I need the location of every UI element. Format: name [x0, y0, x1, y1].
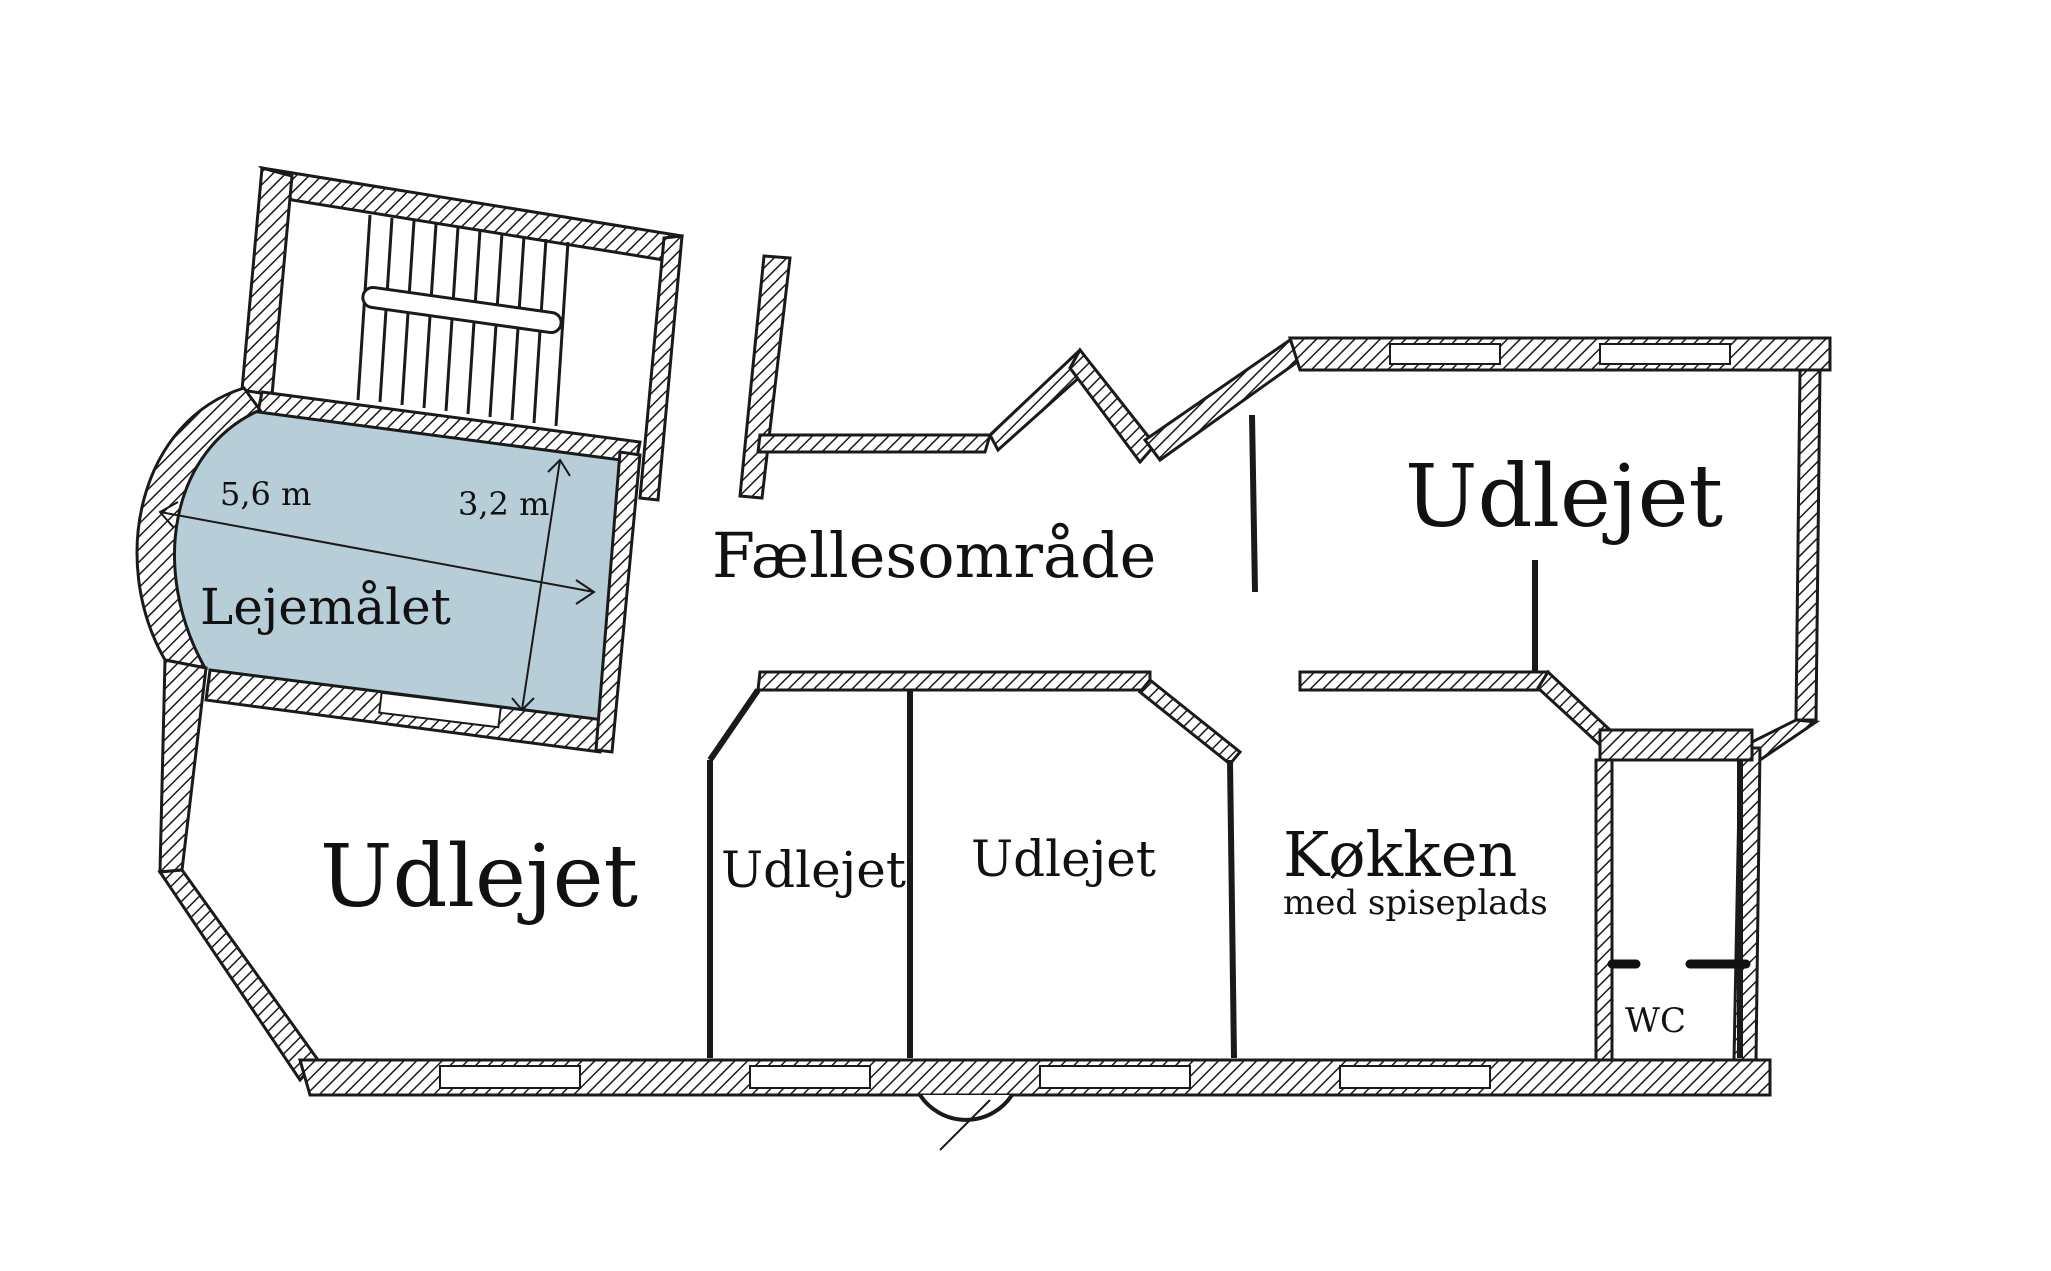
kokken-label: Køkken: [1283, 818, 1517, 891]
entrance-door: [918, 1093, 1014, 1122]
depth-dimension-label: 3,2 m: [458, 485, 549, 523]
udlejet-middle-label: Udlejet: [971, 830, 1156, 888]
udlejet-left-label: Udlejet: [320, 827, 638, 927]
lejemaalet-label: Lejemålet: [200, 578, 451, 636]
staircase: [356, 214, 570, 427]
room-labels: 5,6 m 3,2 m Lejemålet Fællesområde Udlej…: [200, 447, 1723, 1041]
walls: [135, 165, 1832, 1097]
windows: [378, 343, 1731, 1089]
width-dimension-label: 5,6 m: [220, 475, 311, 513]
faelles-label: Fællesområde: [712, 519, 1156, 592]
lejemaalet-highlight: [143, 408, 621, 722]
udlejet-small-label: Udlejet: [721, 841, 906, 899]
thin-walls: [707, 414, 1743, 1059]
udlejet-top-right-label: Udlejet: [1405, 447, 1723, 547]
wc-label: WC: [1625, 1001, 1686, 1041]
dimension-lines: [158, 458, 596, 712]
kokken-sublabel: med spiseplads: [1283, 883, 1548, 923]
